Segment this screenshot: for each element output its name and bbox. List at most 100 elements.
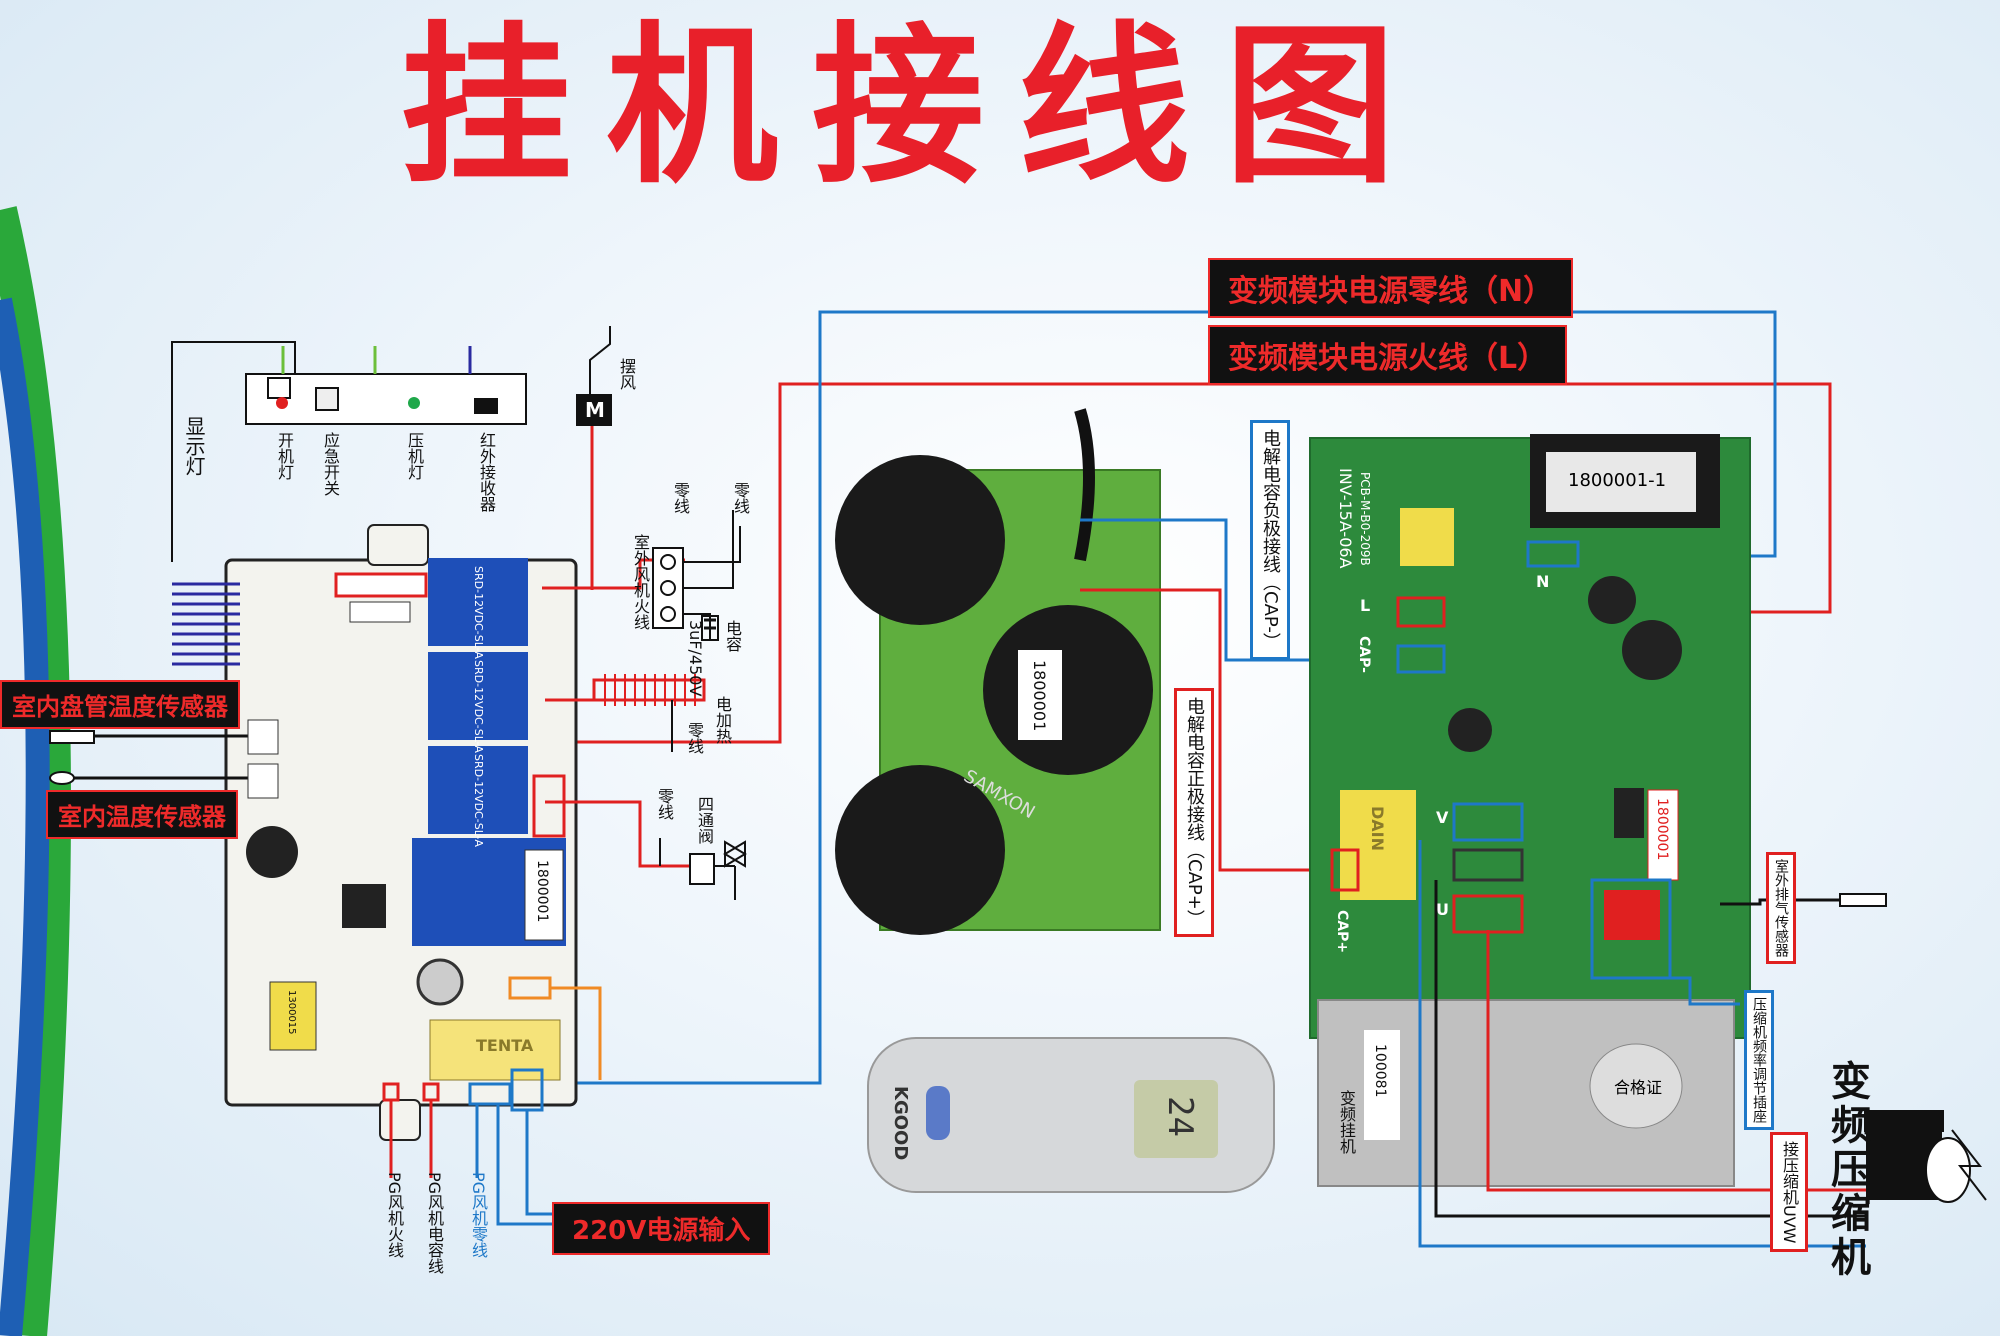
display-led-red: [276, 397, 288, 409]
buzzer: [246, 826, 298, 878]
label-swing: 摆风: [617, 358, 636, 390]
compressor-w-wire: [1434, 880, 1866, 1218]
terminal-l-text: L: [1360, 596, 1371, 615]
label-coil-sensor: 室内盘管温度传感器: [0, 680, 240, 729]
neutral-wire-1: [683, 526, 741, 563]
terminal-u-text: U: [1436, 900, 1449, 919]
terminal-v-text: V: [1436, 808, 1449, 827]
label-cap-spec: 3uF/450V: [686, 620, 705, 697]
pressure-freq-wire: [1670, 976, 1740, 1006]
label-ir-receiver: 红外接收器: [477, 432, 496, 512]
module-dip-red: [1604, 890, 1660, 940]
fan-capacitor: [701, 615, 719, 641]
module-cap-yellow: [1400, 508, 1454, 566]
module-cap-1: [1588, 576, 1636, 624]
label-heater-neutral: 零线: [685, 722, 704, 754]
swing-mark: [589, 326, 611, 394]
label-pg-cap: PG风机电容线: [425, 1172, 444, 1275]
relay-3-text: SRD-12VDC-SL-A: [472, 754, 485, 847]
terminal-hole-2: [660, 580, 676, 596]
module-cap-yellow-2: [1340, 790, 1416, 900]
label-display-light: 显示灯: [182, 416, 206, 476]
four-way-valve: [689, 853, 715, 885]
cap-wire: [683, 613, 711, 640]
sensor-socket-1: [247, 719, 279, 755]
relay-1-text: SRD-12VDC-SL-A: [472, 566, 485, 659]
module-cap-3: [1448, 708, 1492, 752]
module-red-tag-text: 1800001: [1654, 798, 1670, 861]
power-input-line: [525, 1110, 556, 1216]
label-power-input: 220V电源输入: [552, 1202, 771, 1255]
terminal-hole-1: [660, 554, 676, 570]
electrolytic-cap-1: [835, 455, 1005, 625]
module-model-text: INV-15A-06A: [1336, 468, 1355, 569]
display-led-green: [408, 397, 420, 409]
cap-pos-wire: [1080, 588, 1332, 872]
board-label: [524, 849, 564, 941]
label-four-way-valve: 四通阀: [695, 796, 714, 844]
label-outdoor-fan-live: 室外风机火线: [631, 534, 650, 630]
label-capacitor: 电容: [723, 620, 742, 652]
valve-symbol-1: [724, 840, 747, 868]
relay-2: [428, 652, 528, 740]
label-emergency-switch: 应急开关: [321, 432, 340, 496]
terminal-cap-neg-text: CAP-: [1356, 636, 1372, 673]
cn-top: [334, 572, 428, 598]
coil-sensor-probe: [49, 730, 95, 744]
module-pcb-text: PCB-M-B0-209B: [1358, 472, 1372, 566]
decor-arc-blue: [0, 297, 50, 1336]
compressor-head: [1925, 1137, 1971, 1203]
heatsink-note-text: 变频挂机: [1337, 1090, 1356, 1154]
relay-2-text: SRD-12VDC-SL-A: [472, 660, 485, 753]
terminal-red-1: [532, 774, 566, 838]
remote-screen: [1134, 1080, 1218, 1158]
compressor-cap: [1864, 1110, 1944, 1132]
label-compressor-uvw: 接压缩机UVW: [1770, 1132, 1808, 1253]
label-pg-neutral: PG风机零线: [469, 1172, 488, 1259]
label-neutral-1: 零线: [731, 482, 750, 514]
label-valve-neutral: 零线: [655, 788, 674, 820]
power-input-line-2: [496, 1104, 556, 1226]
label-n-line: 变频模块电源零线（N）: [1208, 258, 1574, 318]
cap-small-text: 1300015: [286, 990, 297, 1035]
heatsink-code-text: 100081: [1372, 1044, 1388, 1098]
chip: [342, 884, 386, 928]
swing-motor: [576, 394, 612, 426]
term-w: [1452, 848, 1524, 882]
term-l: [1396, 596, 1446, 628]
cap-board-tag: [1018, 650, 1062, 740]
label-outdoor-exhaust: 室外排气传感器: [1766, 852, 1796, 964]
module-tag-text: 1800001-1: [1568, 470, 1667, 491]
term-cap-pos: [1330, 848, 1360, 892]
label-heater: 电加热: [713, 696, 732, 744]
electrolytic-cap-3: [835, 765, 1005, 935]
term-cap-neg: [1396, 644, 1446, 674]
exhaust-probe: [1839, 893, 1887, 907]
label-compressor: 变频压缩机: [1824, 1060, 1870, 1280]
display-emergency-btn: [315, 387, 339, 411]
label-room-sensor: 室内温度传感器: [46, 790, 238, 839]
transformer-small: [269, 981, 317, 1051]
sensor-bundle: [172, 582, 240, 666]
cap-board-cable: [1074, 408, 1095, 562]
valve-symbol-2: [723, 840, 746, 868]
label-l-line: 变频模块电源火线（L）: [1208, 325, 1568, 385]
orange-wire: [550, 986, 602, 1080]
exhaust-wire: [1720, 898, 1840, 906]
neutral-wire-2: [683, 510, 734, 589]
indoor-board-tab-bottom: [379, 1099, 421, 1141]
remote-brand: KGOOD: [890, 1086, 911, 1161]
module-cap-brand-text: DAIN: [1368, 806, 1387, 852]
label-cap-pos: 电解电容正极接线（CAP+）: [1174, 688, 1214, 937]
room-sensor-probe: [49, 771, 75, 785]
inverter-module: [1309, 437, 1751, 1039]
remote-mode-btn: [926, 1086, 950, 1140]
module-tag: [1546, 452, 1696, 512]
term-n: [1526, 540, 1580, 568]
heatsink-cert-text: 合格证: [1614, 1078, 1663, 1097]
heater-fins: [604, 674, 696, 706]
label-pg-live: PG风机火线: [385, 1172, 404, 1259]
heater-element: [592, 678, 706, 702]
